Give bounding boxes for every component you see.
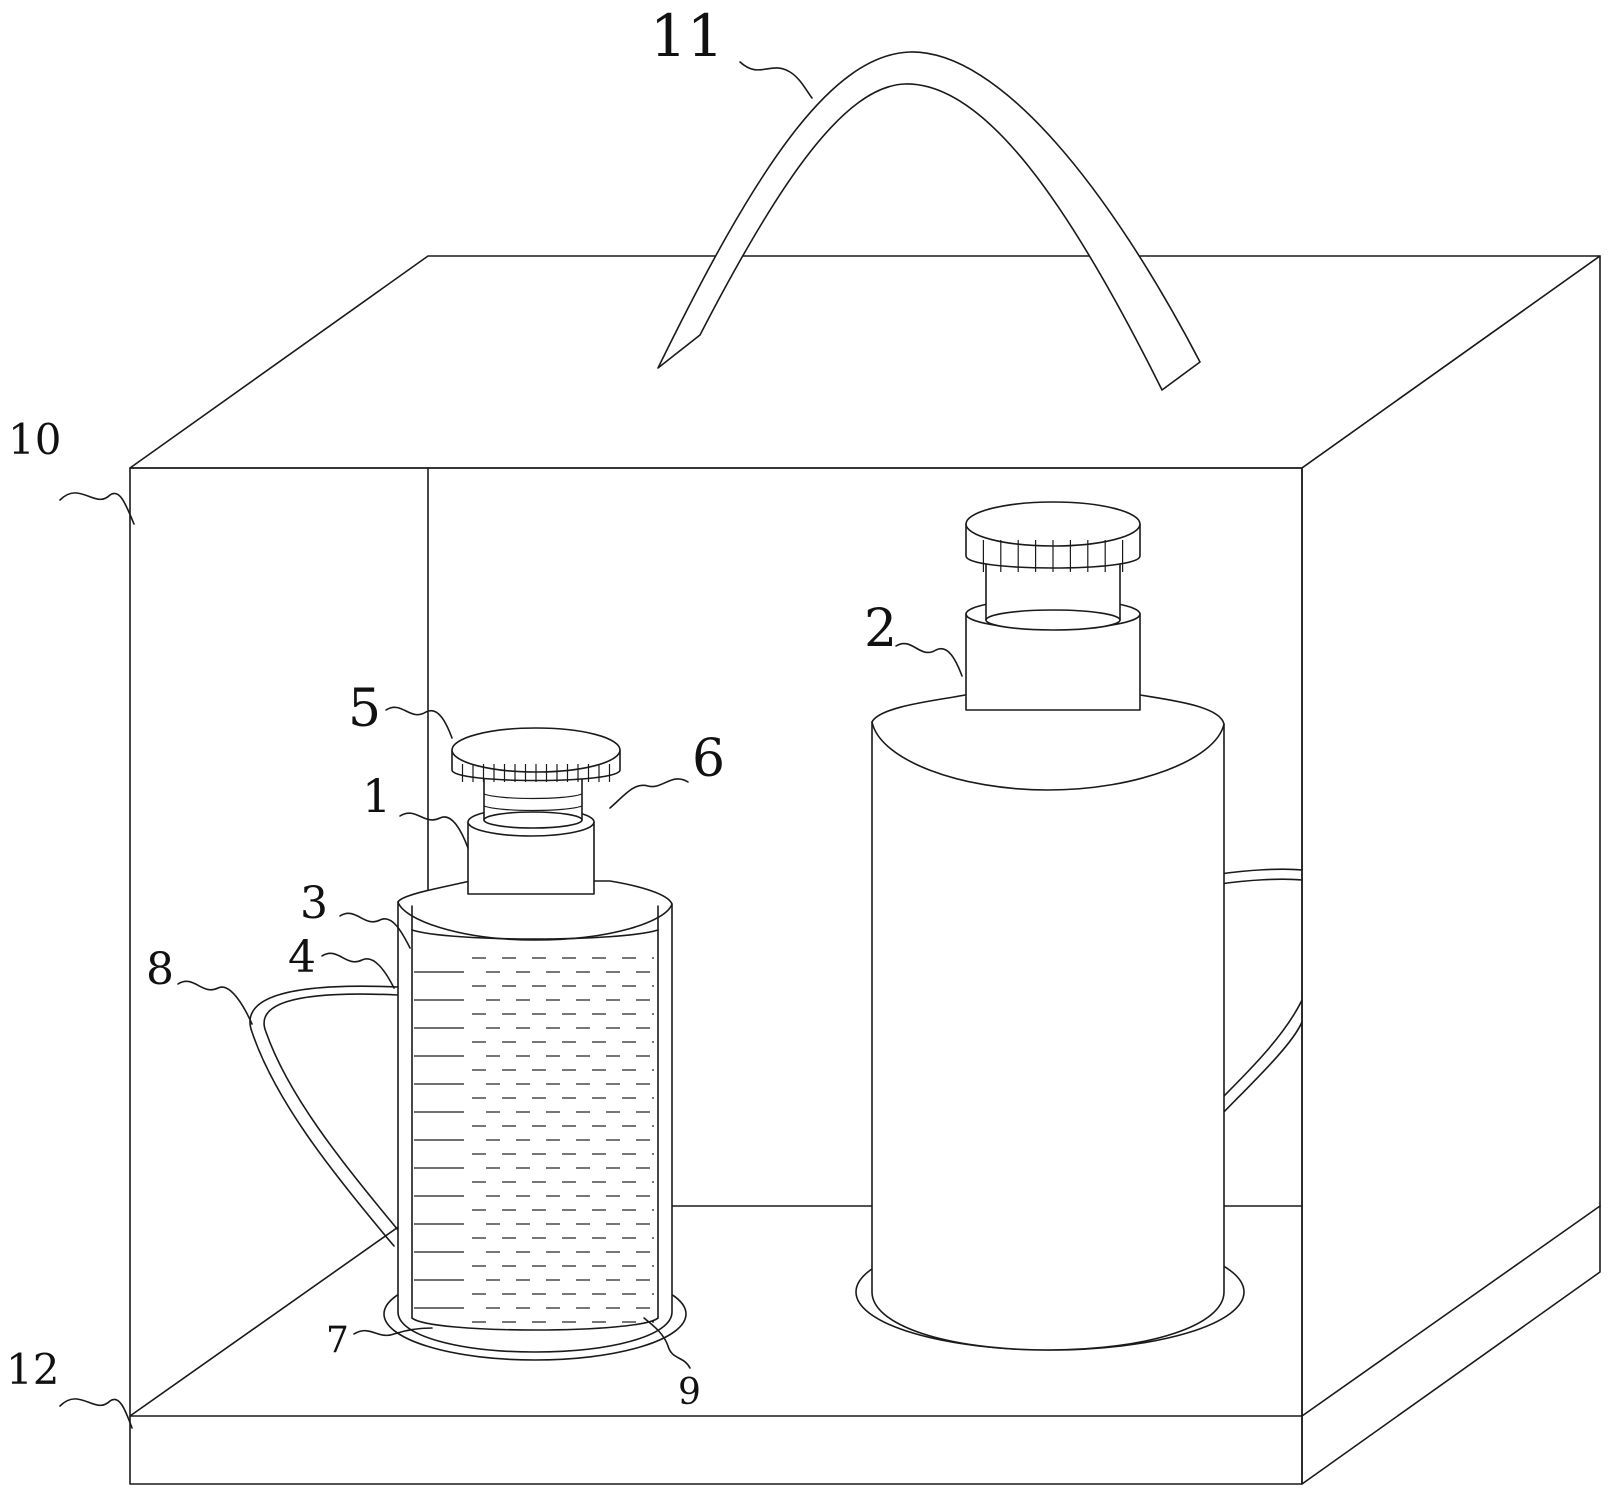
bottle-2-cap-stem-base bbox=[985, 609, 1121, 631]
label-4: 4 bbox=[288, 932, 316, 983]
leader-6 bbox=[609, 778, 689, 809]
bottle-2-shoulder-curve bbox=[871, 721, 1225, 791]
handle-strap-body bbox=[657, 51, 1201, 391]
bottle-2-cap-top bbox=[965, 501, 1141, 547]
tube-right-diagonal-1 bbox=[1219, 999, 1303, 1101]
bottle-1-cap-stem-base bbox=[483, 811, 583, 829]
tube-right-outer bbox=[1219, 868, 1303, 875]
bottle-1-liquid-top bbox=[411, 929, 659, 940]
bottle-1-cap-stem-ring-2 bbox=[483, 805, 583, 812]
label-10: 10 bbox=[8, 415, 61, 464]
carrying-box bbox=[129, 255, 1601, 1485]
box-right-face bbox=[1301, 255, 1601, 1485]
leader-10 bbox=[59, 492, 135, 525]
label-6: 6 bbox=[692, 729, 725, 789]
label-2: 2 bbox=[864, 599, 897, 659]
label-9: 9 bbox=[678, 1372, 701, 1413]
bottle-1-outer-wall bbox=[397, 880, 673, 1353]
label-1: 1 bbox=[362, 769, 391, 823]
tube-right-outer-lower bbox=[1219, 878, 1303, 885]
box-front-frame bbox=[129, 467, 1303, 1485]
label-3: 3 bbox=[300, 878, 328, 929]
leader-8 bbox=[177, 980, 253, 1025]
label-7: 7 bbox=[326, 1320, 349, 1361]
bottle-1-cap-stem-ring-1 bbox=[483, 793, 583, 800]
bottle-1-shoulder-curve bbox=[397, 901, 673, 941]
leader-7 bbox=[353, 1327, 433, 1337]
bottle-1-liquid bbox=[472, 957, 654, 1323]
label-5: 5 bbox=[348, 679, 381, 739]
leader-4 bbox=[321, 952, 395, 989]
leader-12 bbox=[59, 1398, 133, 1429]
bottle-1-graduations bbox=[414, 971, 464, 1309]
leader-1 bbox=[399, 812, 469, 849]
label-12: 12 bbox=[6, 1345, 59, 1394]
leader-2 bbox=[895, 642, 963, 677]
bottle-2-cap-knurl bbox=[982, 540, 1124, 572]
leader-11 bbox=[739, 61, 813, 99]
tube-8-inner bbox=[263, 993, 399, 1231]
handle-strap bbox=[657, 51, 1201, 391]
tube-right bbox=[1219, 868, 1303, 1117]
label-8: 8 bbox=[146, 944, 174, 995]
bottle-2 bbox=[871, 501, 1225, 1351]
box-inner-floor-diagonal-left bbox=[129, 1205, 429, 1417]
leader-5 bbox=[385, 706, 453, 739]
tube-right-diagonal-2 bbox=[1219, 1021, 1303, 1117]
tube-8-outer bbox=[249, 985, 399, 1247]
box-inner-floor-diagonal-right bbox=[1301, 1205, 1601, 1417]
label-11: 11 bbox=[650, 2, 724, 70]
tube-8 bbox=[249, 985, 399, 1247]
reference-labels: 10 11 12 2 5 6 1 3 4 8 7 9 bbox=[6, 2, 897, 1413]
bottle-1-bottom-curve bbox=[411, 1317, 659, 1331]
bottle-2-body bbox=[871, 694, 1225, 1351]
leader-lines bbox=[59, 61, 963, 1429]
leader-9 bbox=[643, 1317, 691, 1369]
bottle-1 bbox=[397, 727, 673, 1353]
bottle-1-cap-knurl bbox=[461, 764, 611, 782]
leader-3 bbox=[339, 912, 411, 949]
